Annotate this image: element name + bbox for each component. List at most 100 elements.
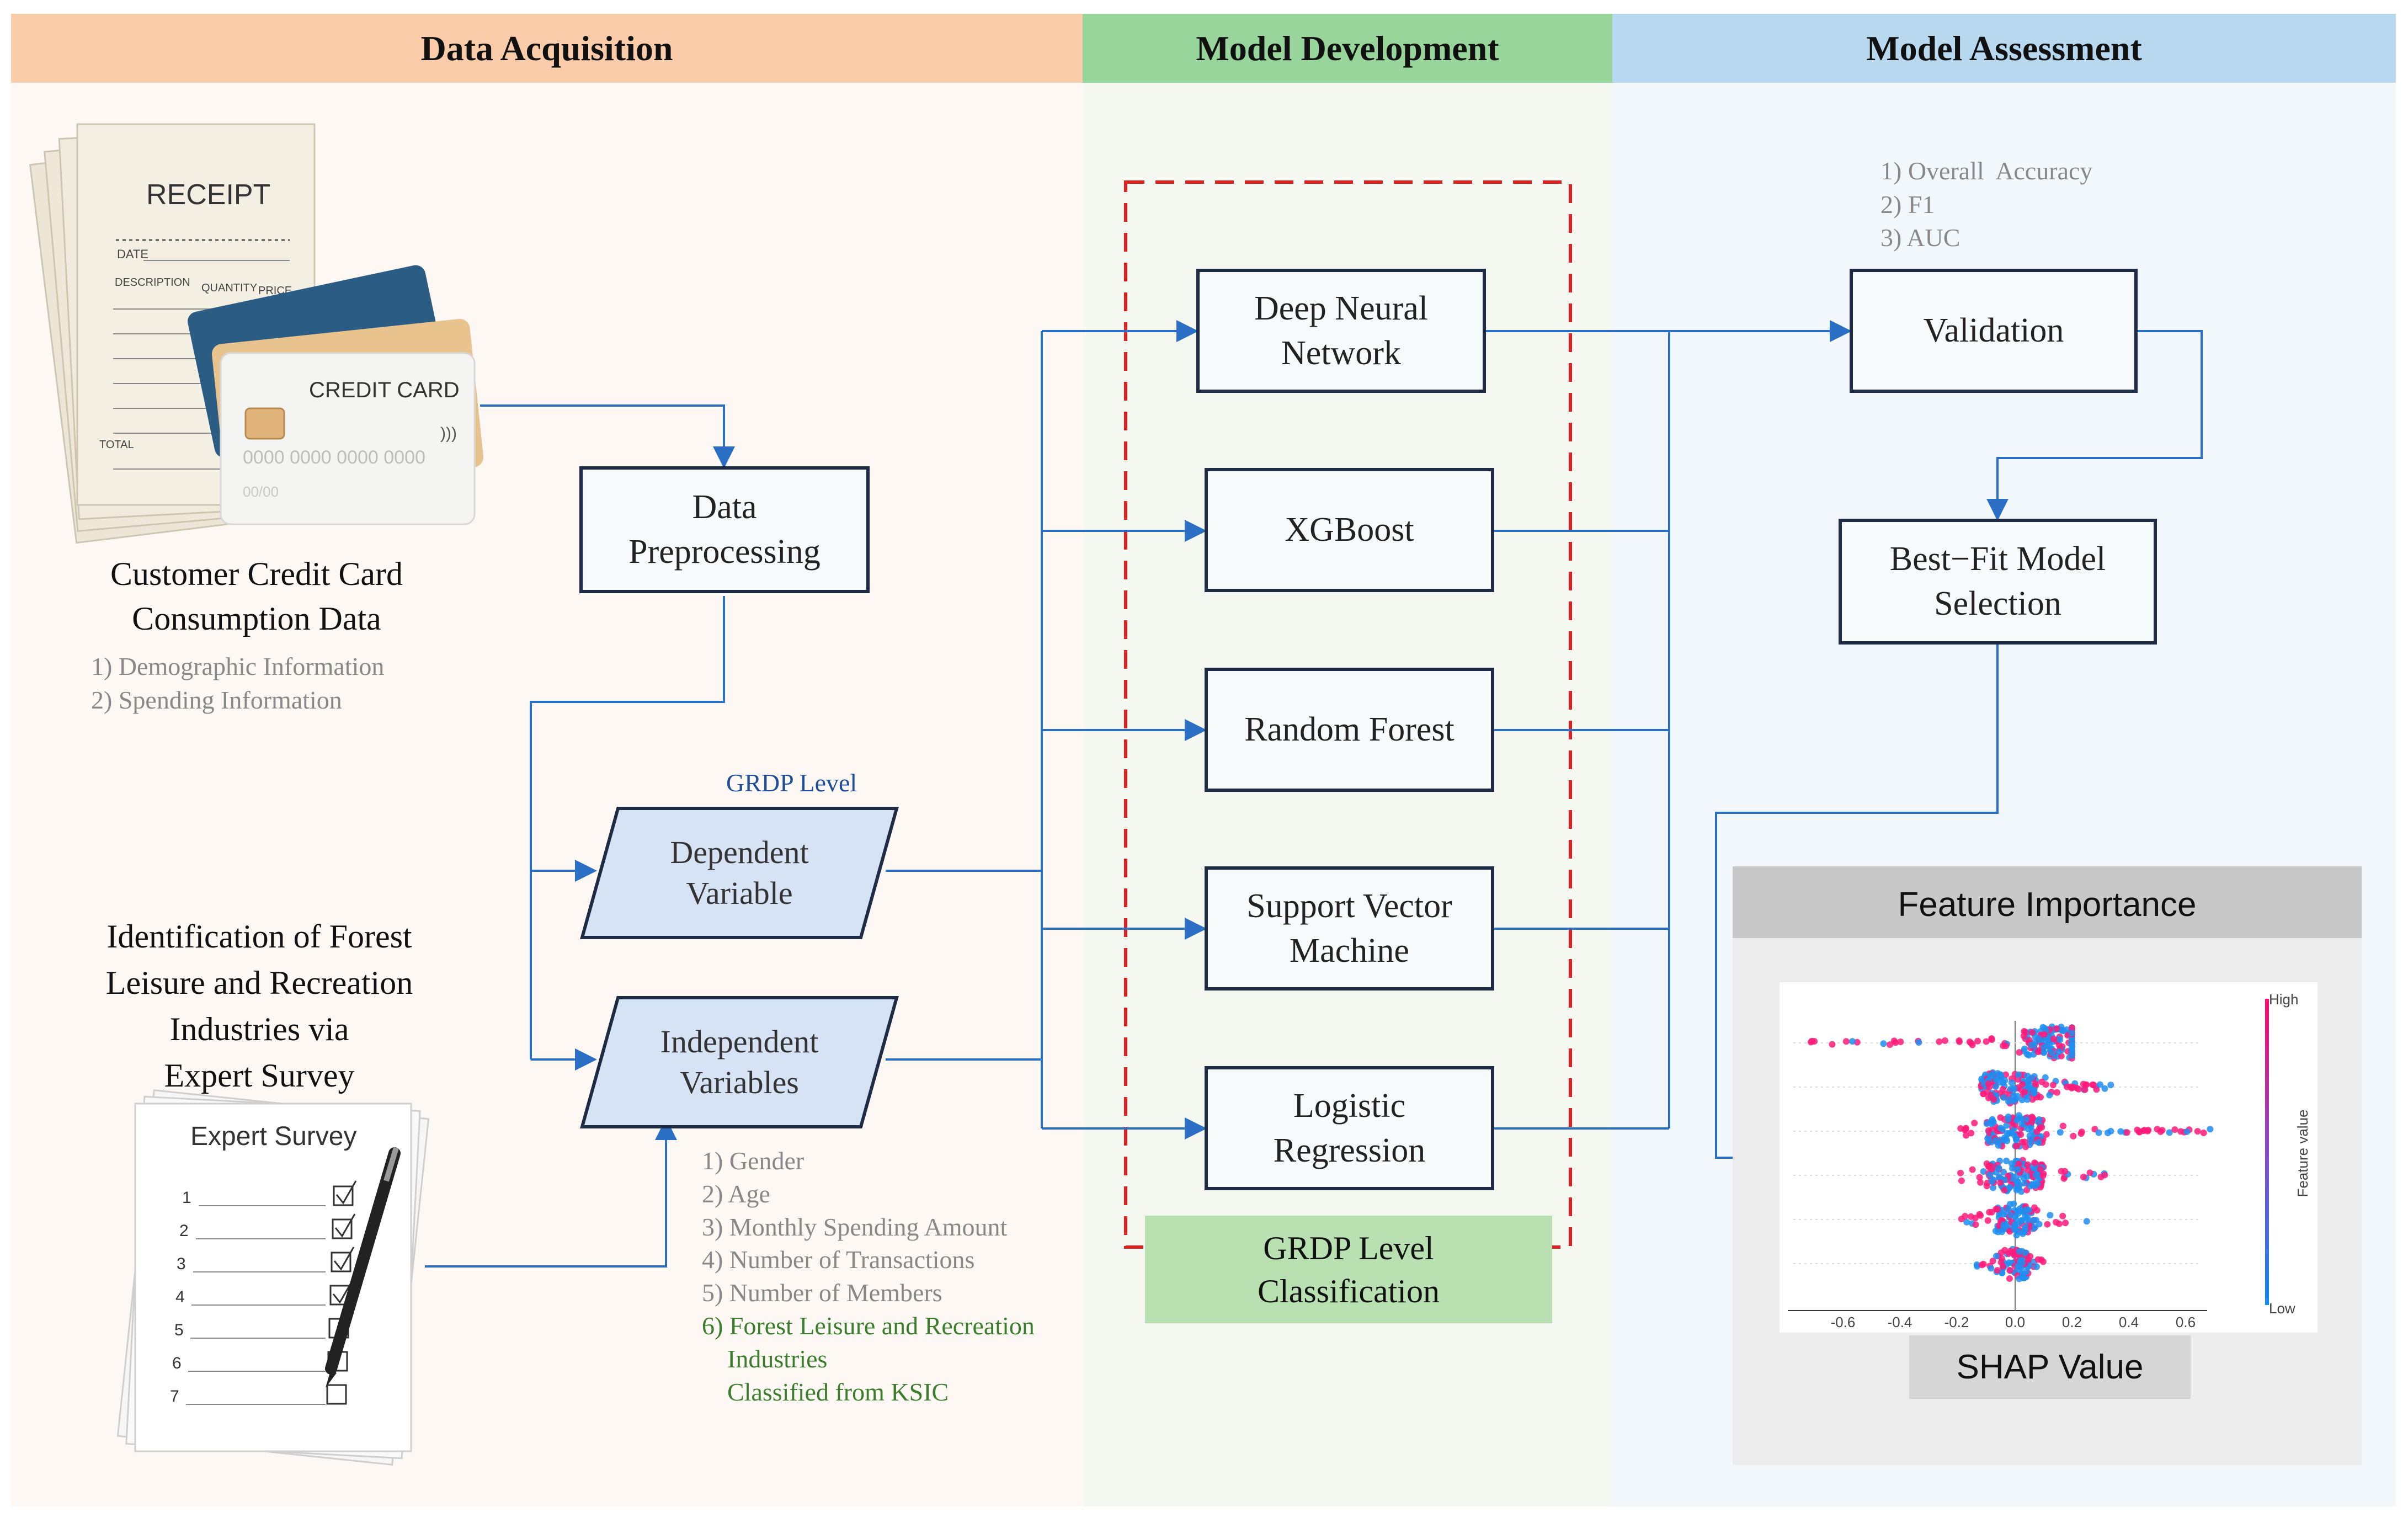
shap-dot bbox=[2033, 1171, 2039, 1179]
shap-dot bbox=[2016, 1049, 2023, 1056]
model-box-dnn: Deep Neural Network bbox=[1196, 269, 1486, 393]
shap-dot bbox=[1973, 1261, 1980, 1268]
shap-dot bbox=[2011, 1132, 2018, 1139]
shap-dot bbox=[2090, 1082, 2097, 1088]
independent-variables: Independent Variables bbox=[660, 1023, 819, 1100]
shap-dot bbox=[1829, 1041, 1836, 1048]
shap-dot bbox=[2031, 1159, 2038, 1167]
card-data-label: Customer Credit Card Consumption Data bbox=[110, 556, 403, 637]
validation-box: Validation bbox=[1850, 269, 2138, 393]
shap-dot bbox=[2101, 1171, 2108, 1179]
svg-text:2: 2 bbox=[179, 1222, 189, 1240]
shap-dot bbox=[1988, 1035, 1995, 1042]
shap-dot bbox=[2081, 1086, 2089, 1093]
shap-dot bbox=[1968, 1130, 1975, 1137]
shap-dot bbox=[1958, 1216, 1965, 1223]
shap-dot bbox=[2207, 1126, 2214, 1133]
shap-dot bbox=[1984, 1217, 1991, 1224]
shap-dot bbox=[2015, 1071, 2022, 1078]
svg-text:QUANTITY: QUANTITY bbox=[201, 282, 257, 294]
shap-dot bbox=[2055, 1048, 2063, 1055]
receipt-title: RECEIPT bbox=[146, 179, 270, 211]
shap-dot bbox=[2096, 1081, 2103, 1088]
preprocessing-box: Data Preprocessing bbox=[579, 466, 870, 593]
shap-dot bbox=[1980, 1090, 1987, 1098]
shap-dot bbox=[2006, 1184, 2013, 1191]
shap-dot bbox=[2059, 1122, 2066, 1130]
best-fit-box: Best−Fit Model Selection bbox=[1839, 519, 2157, 645]
shap-dot bbox=[2038, 1123, 2045, 1131]
shap-dot bbox=[1998, 1255, 2005, 1262]
shap-dot bbox=[2083, 1218, 2090, 1225]
shap-dot bbox=[2049, 1082, 2057, 1089]
shap-dot bbox=[2028, 1029, 2036, 1036]
shap-dot bbox=[2012, 1096, 2019, 1103]
shap-dot bbox=[2053, 1025, 2060, 1032]
colorbar-low: Low bbox=[2269, 1300, 2295, 1317]
shap-dot bbox=[1985, 1127, 1992, 1134]
shap-dot bbox=[2021, 1088, 2028, 1095]
shap-dot bbox=[1887, 1041, 1893, 1048]
svg-text:7: 7 bbox=[170, 1387, 179, 1405]
shap-dot bbox=[2044, 1221, 2051, 1228]
shap-dot bbox=[1963, 1218, 1970, 1226]
shap-dot bbox=[2057, 1129, 2064, 1136]
shap-dot bbox=[1936, 1038, 1943, 1045]
shap-dot bbox=[2019, 1081, 2026, 1088]
shap-tick: 0.4 bbox=[2119, 1314, 2139, 1330]
shap-dot bbox=[2019, 1259, 2026, 1266]
shap-dot bbox=[2027, 1253, 2034, 1260]
shap-dot bbox=[2023, 1268, 2030, 1275]
shap-dot bbox=[2183, 1128, 2191, 1135]
card-data-list: 1) Demographic Information 2) Spending I… bbox=[91, 652, 385, 714]
card-expiry: 00/00 bbox=[243, 483, 279, 500]
shap-dot bbox=[1915, 1039, 1922, 1046]
shap-tick: -0.2 bbox=[1944, 1314, 1969, 1330]
shap-dot bbox=[2038, 1256, 2045, 1263]
colorbar-high: High bbox=[2269, 991, 2298, 1008]
shap-dot bbox=[2007, 1085, 2014, 1093]
shap-dot bbox=[1976, 1174, 1983, 1181]
colorbar-title: Feature value bbox=[2294, 1110, 2311, 1197]
shap-dot bbox=[1994, 1206, 2001, 1213]
shap-dot bbox=[1967, 1213, 1974, 1220]
shap-dot bbox=[2000, 1211, 2007, 1218]
shap-dot bbox=[2123, 1129, 2130, 1136]
shap-dot bbox=[1963, 1132, 1970, 1139]
shap-dot bbox=[2004, 1137, 2011, 1144]
shap-beeswarm bbox=[1808, 1023, 2214, 1282]
connector-preprocessing-split bbox=[530, 596, 725, 1059]
shap-dot bbox=[2001, 1186, 2008, 1194]
shap-dot bbox=[2135, 1128, 2143, 1136]
section-header-assessment: Model Assessment bbox=[1612, 14, 2396, 83]
shap-dot bbox=[2014, 1263, 2021, 1270]
shap-dot bbox=[2041, 1049, 2047, 1056]
shap-dot bbox=[2093, 1086, 2100, 1093]
shap-dot bbox=[2006, 1096, 2013, 1103]
shap-dot bbox=[2012, 1142, 2020, 1149]
shap-dot bbox=[1999, 1228, 2006, 1236]
model-box-random-forest: Random Forest bbox=[1205, 668, 1494, 792]
shap-dot bbox=[1971, 1120, 1978, 1127]
shap-dot bbox=[2028, 1119, 2035, 1126]
shap-dot bbox=[2007, 1212, 2014, 1219]
shap-dot bbox=[1968, 1040, 1975, 1047]
survey-illustration: Expert Survey 1 2 3 4 5 6 7 bbox=[116, 1089, 430, 1466]
shap-dot bbox=[2035, 1035, 2042, 1042]
shap-dot bbox=[1994, 1267, 2001, 1274]
shap-dot bbox=[2016, 1248, 2023, 1255]
independent-items-list: 1) Gender 2) Age 3) Monthly Spending Amo… bbox=[702, 1147, 1035, 1406]
shap-dot bbox=[1849, 1038, 1856, 1045]
shap-dot bbox=[2028, 1074, 2036, 1082]
shap-tick: 0.6 bbox=[2176, 1314, 2196, 1330]
model-box-logistic: Logistic Regression bbox=[1205, 1066, 1494, 1190]
arrow-card-to-preprocessing bbox=[480, 404, 735, 468]
shap-tick: -0.6 bbox=[1831, 1314, 1856, 1330]
shap-dot bbox=[2032, 1080, 2039, 1088]
shap-dot bbox=[2035, 1139, 2042, 1146]
shap-dot bbox=[2061, 1168, 2069, 1175]
shap-dot bbox=[2043, 1131, 2050, 1138]
arrow-validation-to-bestfit bbox=[1986, 330, 2203, 521]
shap-dot bbox=[1995, 1164, 2002, 1171]
